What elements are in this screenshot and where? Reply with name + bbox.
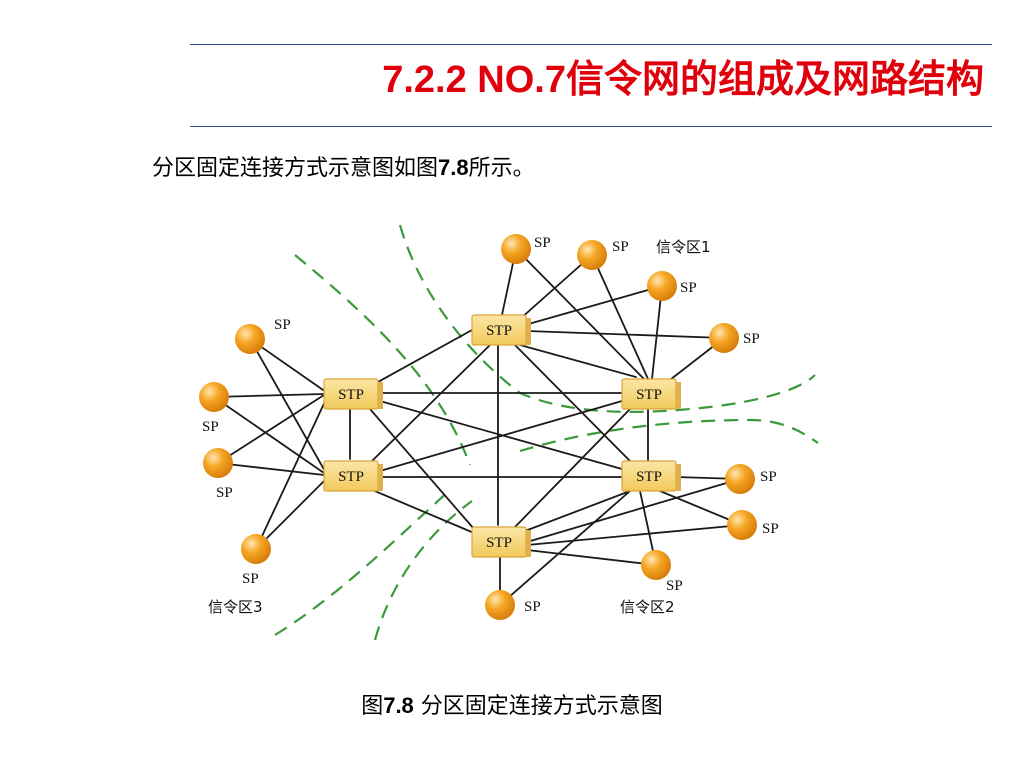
intro-text: 分区固定连接方式示意图如图7.8所示。	[152, 150, 535, 182]
link	[499, 490, 631, 606]
zone-boundary-right	[519, 418, 819, 453]
link	[255, 394, 329, 550]
zone-label-2: 信令区2	[620, 598, 675, 616]
zone-label-3: 信令区3	[208, 598, 263, 616]
title-number: 7.2.2 NO.7	[382, 59, 566, 101]
stp-label: STP	[636, 469, 662, 485]
zone-boundary-center-lower	[373, 500, 473, 641]
link	[217, 462, 325, 476]
sp-label: SP	[274, 317, 291, 333]
link	[524, 490, 631, 532]
link	[217, 394, 325, 464]
sp-label: SP	[743, 331, 760, 347]
sp-label: SP	[760, 469, 777, 485]
sp-node	[501, 234, 531, 264]
link	[369, 488, 475, 534]
stp-node-zone1-lower: STP	[621, 378, 681, 410]
stp-label: STP	[338, 387, 364, 403]
title-text: 信令网的组成及网路结构	[565, 56, 984, 101]
link	[651, 285, 663, 380]
zone-boundary-left-upper	[294, 254, 472, 466]
sp-node	[235, 324, 265, 354]
stp-nodes: STP STP STP STP STP STP	[323, 314, 681, 558]
sp-label: SP	[666, 578, 683, 594]
sp-label: SP	[762, 521, 779, 537]
intro-figure-number: 7.8	[438, 155, 469, 180]
sp-node	[485, 590, 515, 620]
sp-node	[199, 382, 229, 412]
sp-node	[709, 323, 739, 353]
link	[213, 396, 325, 474]
sp-label: SP	[216, 485, 233, 501]
figure-caption: 图7.8 分区固定连接方式示意图	[0, 688, 1024, 720]
stp-label: STP	[486, 535, 512, 551]
intro-after: 所示。	[468, 156, 535, 181]
sp-label: SP	[202, 419, 219, 435]
sp-nodes	[199, 234, 757, 620]
link	[514, 344, 631, 462]
link	[591, 254, 649, 380]
stp-node-bottom: STP	[471, 526, 531, 558]
link	[526, 478, 741, 543]
stp-label: STP	[338, 469, 364, 485]
sp-node	[203, 448, 233, 478]
link	[377, 329, 473, 383]
link	[526, 330, 725, 339]
sp-label: SP	[680, 280, 697, 296]
stp-node-zone2-upper: STP	[621, 460, 681, 492]
link	[514, 408, 631, 528]
zone-boundary-left-lower	[274, 489, 451, 636]
link	[519, 344, 637, 378]
link	[526, 549, 657, 566]
link	[524, 285, 663, 326]
sp-node	[241, 534, 271, 564]
sp-node	[725, 464, 755, 494]
link	[379, 400, 623, 472]
intro-before: 分区固定连接方式示意图如图	[152, 156, 439, 181]
caption-prefix: 图	[361, 694, 384, 719]
link	[526, 524, 743, 546]
sp-node	[577, 240, 607, 270]
stp-label: STP	[486, 323, 512, 339]
link	[369, 408, 475, 530]
sp-label: SP	[242, 571, 259, 587]
link	[213, 393, 325, 398]
stp-label: STP	[636, 387, 662, 403]
zone-boundaries	[274, 224, 819, 641]
sp-label: SP	[534, 235, 551, 251]
signaling-network-diagram: STP STP STP STP STP STP	[199, 224, 819, 641]
sp-node	[727, 510, 757, 540]
zone-label-1: 信令区1	[656, 238, 711, 256]
stp-node-zone3-lower: STP	[323, 460, 383, 492]
link	[255, 476, 329, 550]
sp-node	[641, 550, 671, 580]
sp-label: SP	[524, 599, 541, 615]
link	[249, 338, 327, 474]
sp-label: SP	[612, 239, 629, 255]
sp-node	[647, 271, 677, 301]
link	[515, 248, 646, 381]
sp-labels: SP SP SP SP SP SP SP SP SP SP SP SP	[202, 235, 779, 615]
title-rule-bottom	[190, 126, 992, 127]
slide-title: 7.2.2 NO.7信令网的组成及网路结构	[382, 48, 984, 103]
link	[519, 254, 593, 320]
caption-figure-number: 7.8	[383, 693, 414, 718]
link	[371, 344, 491, 462]
stp-node-top: STP	[471, 314, 531, 346]
title-rule-top	[190, 44, 992, 45]
link	[249, 338, 327, 393]
caption-text: 分区固定连接方式示意图	[413, 694, 663, 719]
zone-labels: 信令区1 信令区2 信令区3	[208, 238, 711, 616]
zone-boundary-center-upper	[398, 224, 816, 413]
stp-node-zone3-upper: STP	[323, 378, 383, 410]
